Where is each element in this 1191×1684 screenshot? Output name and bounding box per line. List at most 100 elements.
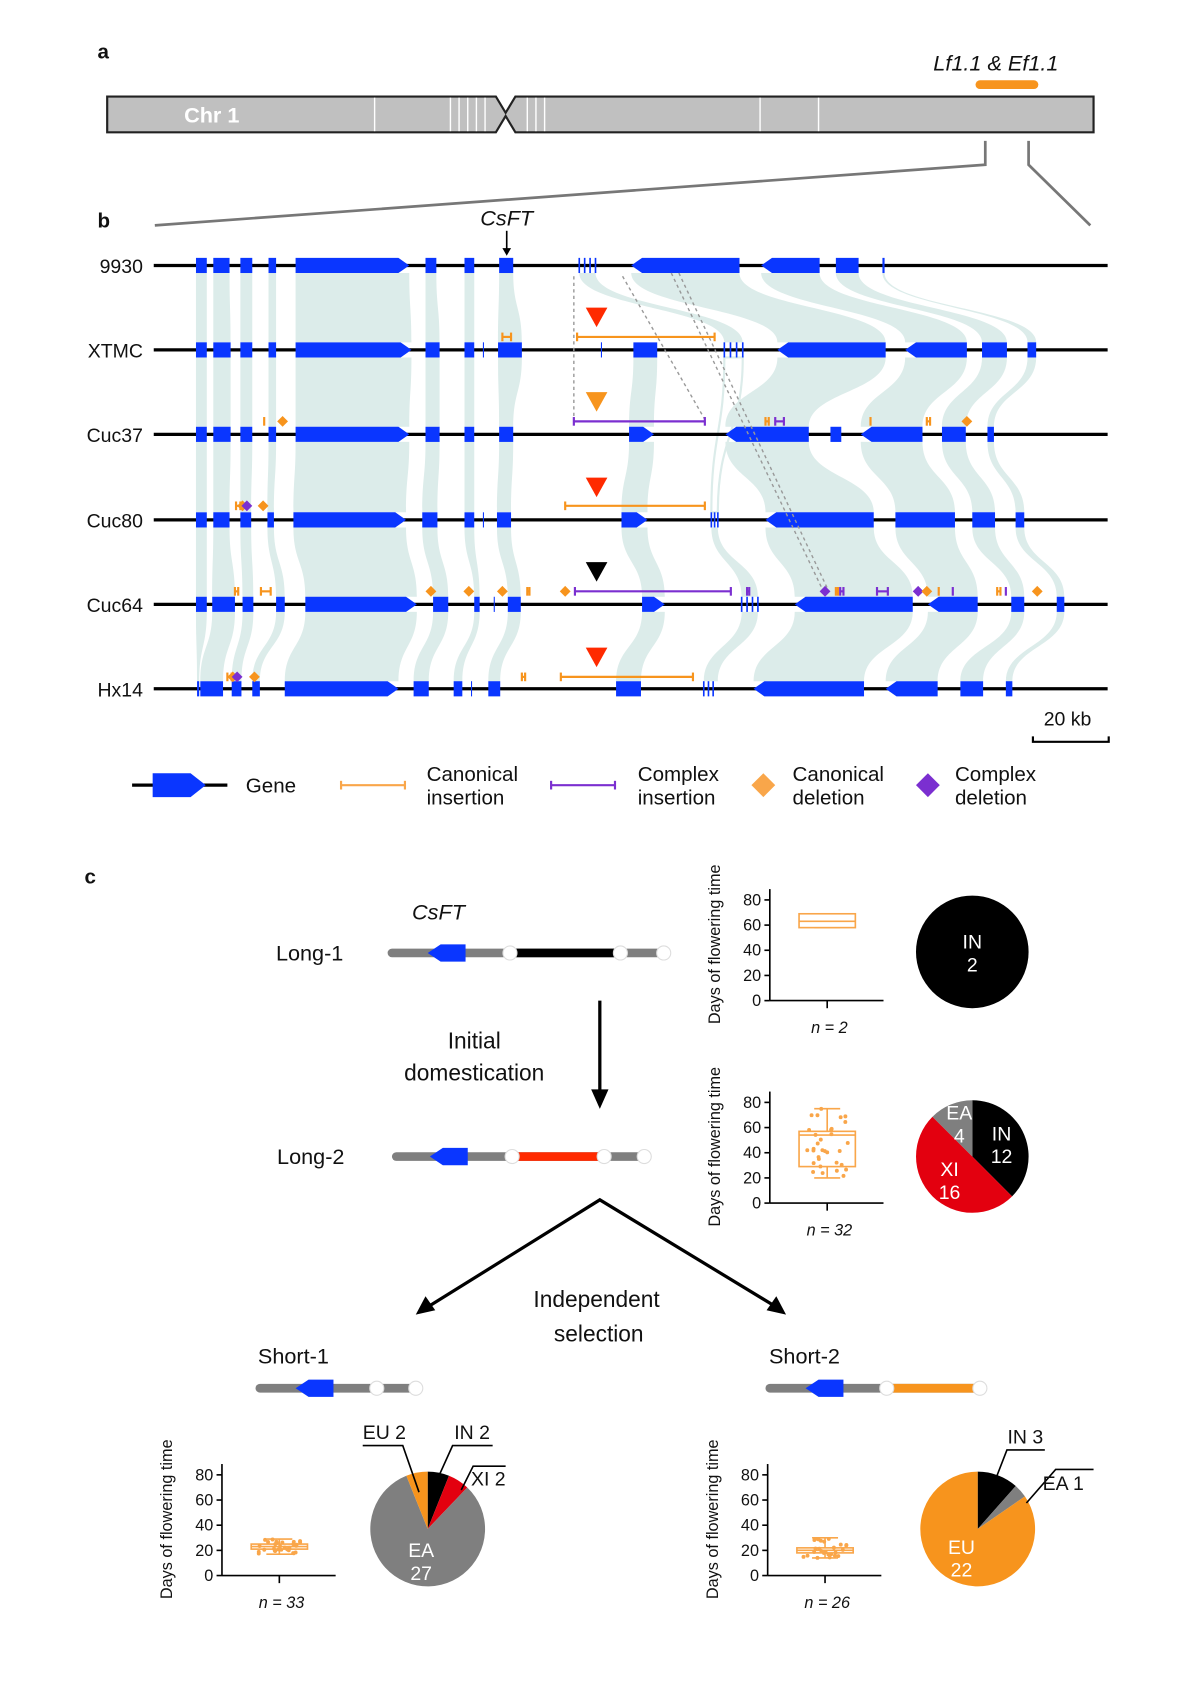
y-tick-label: 20 (743, 1169, 761, 1187)
gene (507, 596, 521, 612)
synteny-ribbon (195, 611, 207, 682)
data-point (256, 1551, 261, 1556)
leader-line (460, 1465, 506, 1491)
data-point (833, 1550, 838, 1555)
data-point (815, 1141, 820, 1146)
leader-line (362, 1444, 420, 1493)
gene (1011, 596, 1025, 612)
gene (616, 681, 641, 697)
data-point (818, 1164, 823, 1169)
legend-label: Canonical (427, 763, 518, 786)
synteny-ribbon (761, 273, 967, 343)
marker-circle (972, 1380, 988, 1396)
synteny-ribbon (268, 273, 277, 343)
chromosome-ideogram: Chr 1 (106, 95, 1095, 134)
gene (982, 342, 1007, 358)
complex-insertion (572, 417, 706, 426)
pie-label: EU 2 (363, 1422, 406, 1444)
y-tick-label: 40 (743, 1144, 761, 1162)
pie-slice-EA (932, 1100, 973, 1157)
data-point (820, 1148, 825, 1153)
leader-line (993, 1449, 1045, 1484)
track-Cuc37: Cuc37 (87, 425, 1108, 447)
synteny-ribbon (240, 273, 253, 343)
marker-circle (408, 1380, 424, 1396)
canonical-insertion (520, 672, 527, 682)
synteny-ribbon (464, 441, 475, 513)
synteny-ribbon (579, 273, 743, 343)
synteny-ribbon (195, 273, 207, 343)
data-point (843, 1120, 848, 1124)
gene (488, 681, 501, 697)
synteny-ribbon (987, 441, 1025, 513)
scale-bar (1031, 736, 1110, 743)
chromosome-label: Chr 1 (184, 103, 239, 128)
synteny-ribbon (496, 441, 514, 513)
gene (1015, 512, 1025, 528)
gene (987, 426, 994, 442)
gene (195, 512, 207, 528)
track-label: Cuc64 (87, 595, 143, 617)
data-point (836, 1554, 841, 1559)
marker-circle (636, 1148, 652, 1165)
legend-label: deletion (955, 787, 1027, 810)
data-point (839, 1162, 844, 1167)
gene (433, 596, 449, 612)
haplotype-label: Short-2 (769, 1343, 840, 1368)
haplotype-label: Short-1 (258, 1343, 329, 1368)
legend-complex-insertion-icon (550, 780, 617, 790)
gene (252, 681, 260, 697)
synteny-ribbon (212, 527, 235, 597)
synteny-ribbon (293, 527, 417, 597)
data-point (845, 1141, 850, 1145)
synteny-ribbon (213, 441, 231, 513)
marker-circle (596, 1148, 612, 1165)
gene (482, 512, 484, 528)
y-tick-label: 60 (741, 1491, 759, 1509)
track-XTMC: XTMC (88, 340, 1108, 362)
synteny-ribbon (960, 611, 1025, 682)
triangle-marker (585, 307, 608, 328)
triangle-marker (585, 392, 608, 412)
y-tick-label: 40 (741, 1517, 759, 1535)
y-axis-label: Days of flowering time (706, 1067, 724, 1227)
gene (293, 512, 407, 528)
gene (240, 512, 252, 528)
gene (295, 426, 410, 442)
data-point (838, 1542, 843, 1547)
leader-line (436, 1444, 493, 1480)
canonical-insertion (564, 501, 706, 511)
synteny-ribbon (835, 273, 1007, 343)
pie-Long-1: IN2 (915, 895, 1029, 1009)
synteny-ribbon (941, 441, 996, 513)
canonical-insertion (996, 587, 1002, 596)
synteny-ribbon (941, 357, 1007, 427)
track-Hx14: Hx14 (97, 679, 1108, 701)
data-point (276, 1547, 281, 1552)
data-point (820, 1171, 825, 1175)
arrow-label: Independent (533, 1286, 660, 1312)
gene (496, 512, 512, 528)
data-point (832, 1553, 837, 1558)
data-point (826, 1552, 831, 1557)
data-point (287, 1546, 292, 1551)
csft-arrowhead (502, 248, 512, 256)
gene (195, 426, 207, 442)
y-tick-label: 20 (195, 1542, 213, 1560)
dashed-line (670, 272, 824, 591)
gene (453, 681, 463, 697)
synteny-ribbon (293, 441, 410, 513)
arrow-label: domestication (404, 1060, 544, 1086)
data-point (809, 1113, 814, 1118)
pie-value: 2 (967, 954, 978, 976)
synteny-ribbon (195, 441, 207, 513)
marker-circle (656, 945, 672, 961)
pie-value: 16 (939, 1182, 961, 1204)
gene (413, 681, 429, 697)
legend-label: insertion (638, 787, 716, 810)
track-Cuc80: Cuc80 (87, 510, 1108, 532)
gene (276, 596, 285, 612)
gene (212, 596, 235, 612)
